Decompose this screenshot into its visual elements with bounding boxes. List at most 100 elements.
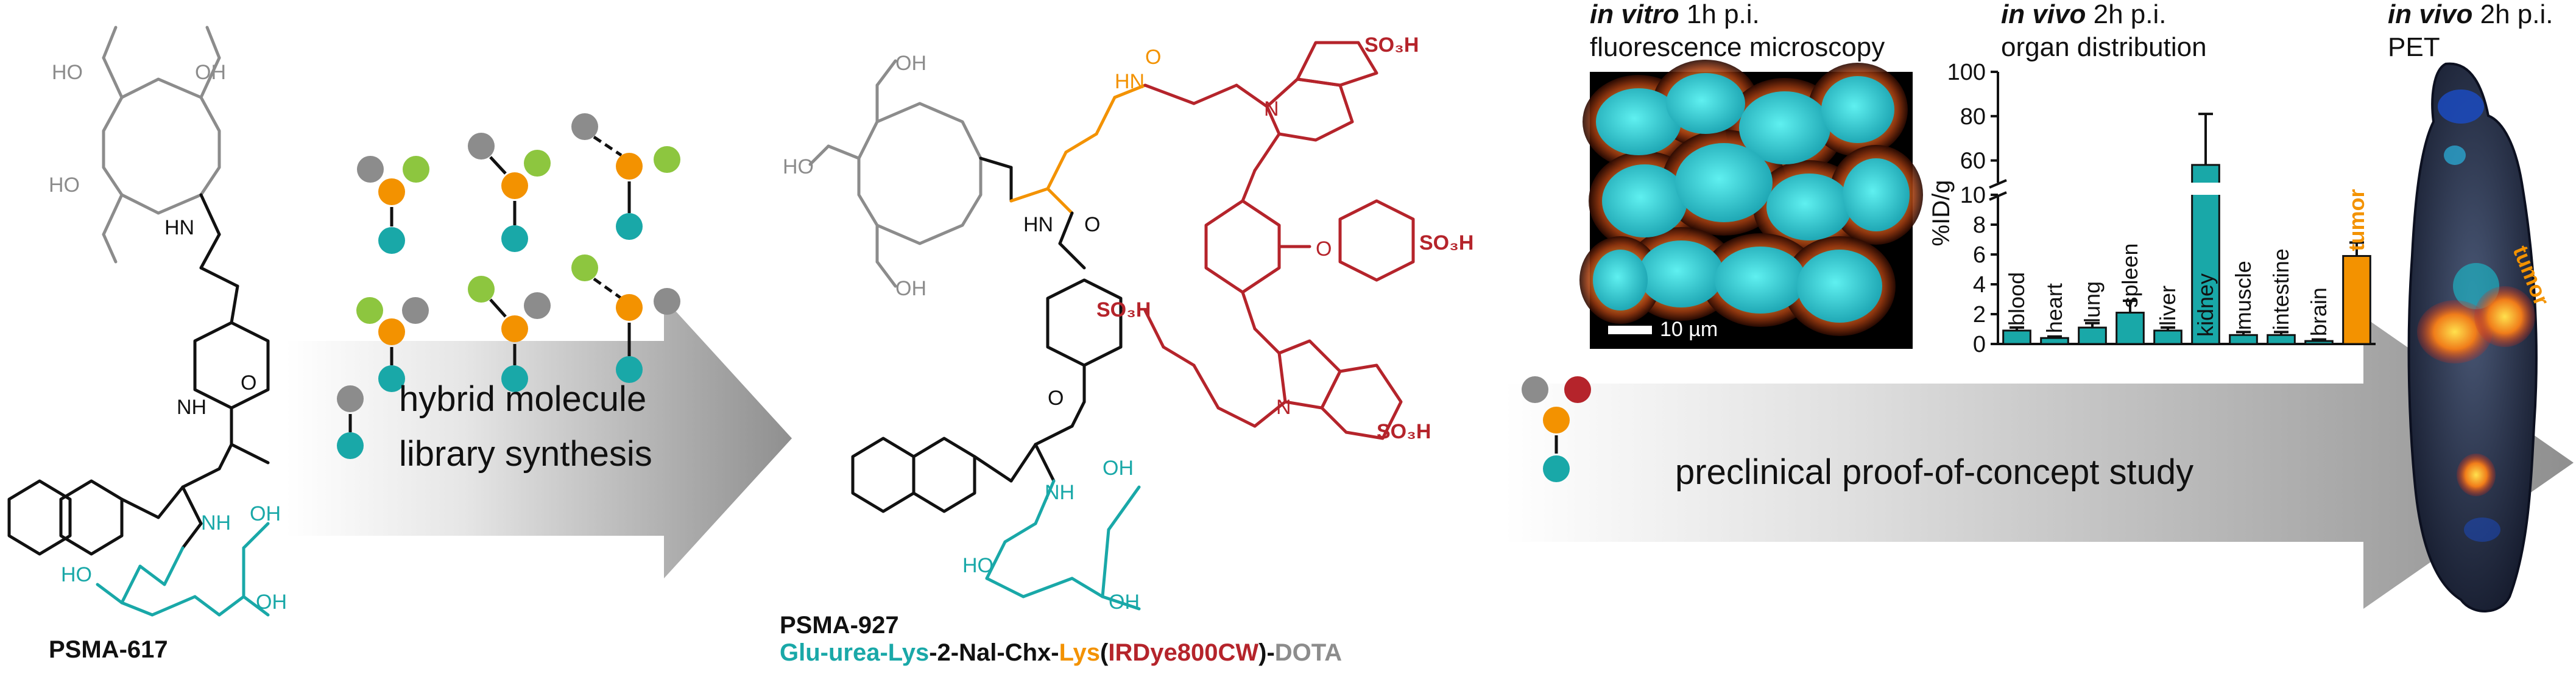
bar-intestine <box>2267 334 2296 345</box>
label-ho-6: HO <box>962 554 993 577</box>
cell-nucleus <box>1739 91 1830 164</box>
psma927-structure <box>808 41 1415 611</box>
dota-macrocycle <box>102 26 221 264</box>
x-category-label: lung <box>2080 281 2105 323</box>
cell-nucleus <box>1843 158 1910 231</box>
cell-nucleus <box>1821 76 1894 143</box>
microscopy-title: in vitro 1h p.i. <box>1590 0 1760 29</box>
formula-segment: Lys <box>1059 639 1100 666</box>
label-o-4: O <box>1048 387 1064 410</box>
formula-segment: -2-Nal-Chx- <box>929 639 1059 666</box>
scale-bar-label: 10 µm <box>1660 318 1718 341</box>
label-hn-1: HN <box>164 216 194 239</box>
x-category-label: brain <box>2306 287 2331 336</box>
bar-heart <box>2040 337 2069 345</box>
cell-nucleus <box>1797 250 1882 323</box>
bar-lung <box>2078 326 2107 345</box>
label-hn-2: HN <box>1115 70 1145 93</box>
y-tick-label: 10 <box>1960 183 1986 208</box>
label-nh-2: NH <box>201 511 231 535</box>
label-so3h-1: SO₃H <box>1364 33 1419 57</box>
bar-brain <box>2304 340 2334 345</box>
x-category-label: muscle <box>2231 261 2256 330</box>
arrow-step2 <box>1505 317 2574 609</box>
cell-nucleus <box>1675 143 1773 222</box>
psma617-structure <box>7 26 270 617</box>
psma927-formula: Glu-urea-Lys-2-Nal-Chx-Lys(IRDye800CW)-D… <box>780 639 1342 666</box>
psma927-name: PSMA-927 <box>780 612 899 639</box>
x-category-label: liver <box>2155 286 2180 326</box>
bar-liver <box>2153 329 2183 345</box>
motif-1 <box>357 156 429 254</box>
label-oh-6: OH <box>1103 457 1134 480</box>
cell-nucleus <box>1596 88 1681 155</box>
cell-nucleus <box>1666 73 1745 134</box>
pet-subtitle: PET <box>2388 32 2440 62</box>
y-tick-label: 80 <box>1960 104 1986 130</box>
label-o-5: O <box>1316 237 1332 261</box>
microscopy-subtitle: fluorescence microscopy <box>1590 32 1885 62</box>
label-nh-3: HN <box>1023 213 1053 236</box>
label-o-1: O <box>241 371 256 395</box>
label-o-2: O <box>1145 46 1161 69</box>
step1-line1: hybrid molecule <box>399 379 646 419</box>
x-category-label: tumor <box>2344 189 2369 251</box>
microscopy-title-rest: 1h p.i. <box>1679 0 1760 29</box>
label-n-2: N <box>1276 396 1291 419</box>
label-oh-5: OH <box>895 277 926 300</box>
motif-3 <box>571 113 680 240</box>
label-so3h-3: SO₃H <box>1096 298 1151 321</box>
bar-muscle <box>2229 334 2258 345</box>
bar-spleen <box>2115 312 2145 345</box>
y-tick-label: 100 <box>1947 60 1986 85</box>
distribution-title-em: in vivo <box>2001 0 2086 29</box>
step2-label: preclinical proof-of-concept study <box>1675 452 2193 492</box>
cell-nucleus <box>1639 240 1724 307</box>
formula-segment: Glu-urea-Lys <box>780 639 929 666</box>
x-category-label: spleen <box>2117 243 2142 307</box>
label-n-1: N <box>1264 97 1279 121</box>
label-nh-4: NH <box>1045 481 1075 504</box>
glu-urea-lys <box>96 522 270 617</box>
scale-bar <box>1608 326 1652 334</box>
distribution-title-rest: 2h p.i. <box>2086 0 2166 29</box>
label-ho-1: HO <box>49 174 80 197</box>
label-so3h-4: SO₃H <box>1377 420 1431 443</box>
y-tick-label: 2 <box>1973 302 1986 328</box>
bar-blood <box>2002 329 2031 345</box>
bar-tumor <box>2342 254 2371 345</box>
axis-break <box>1989 179 2007 189</box>
pet-title-em: in vivo <box>2388 0 2472 29</box>
psma617-labels: HO OH HO HN NH O NH OH HO OH <box>49 61 287 614</box>
label-oh-2: OH <box>250 502 281 525</box>
label-so3h-2: SO₃H <box>1419 231 1473 254</box>
distribution-subtitle: organ distribution <box>2001 32 2207 62</box>
microscopy-title-em: in vitro <box>1590 0 1679 29</box>
microscopy-image: 10 µm <box>1579 60 1923 349</box>
y-tick-label: 6 <box>1973 242 1986 268</box>
formula-segment: )- <box>1258 639 1275 666</box>
pet-title: in vivo 2h p.i. <box>2388 0 2553 29</box>
motif-key <box>337 385 364 459</box>
pet-image: tumor <box>2407 62 2555 612</box>
library-motifs <box>337 113 680 459</box>
motif-5 <box>468 276 551 392</box>
formula-segment: ( <box>1100 639 1109 666</box>
step1-line2: library synthesis <box>399 434 652 474</box>
formula-segment: IRDye800CW <box>1108 639 1258 666</box>
cell-nucleus <box>1593 250 1648 310</box>
y-tick-label: 4 <box>1973 272 1986 298</box>
y-tick-label: 60 <box>1960 149 1986 174</box>
cell-nucleus <box>1602 164 1687 237</box>
motif-4 <box>356 297 429 392</box>
y-axis-label: %ID/g <box>1928 180 1955 247</box>
arrow-step1 <box>286 298 792 578</box>
x-category-label: intestine <box>2268 248 2293 330</box>
label-ho-2: HO <box>61 563 92 586</box>
x-category-label: heart <box>2042 283 2067 333</box>
formula-segment: DOTA <box>1275 639 1342 666</box>
label-nh-1: NH <box>177 396 206 419</box>
cell-nucleus <box>1766 174 1852 240</box>
